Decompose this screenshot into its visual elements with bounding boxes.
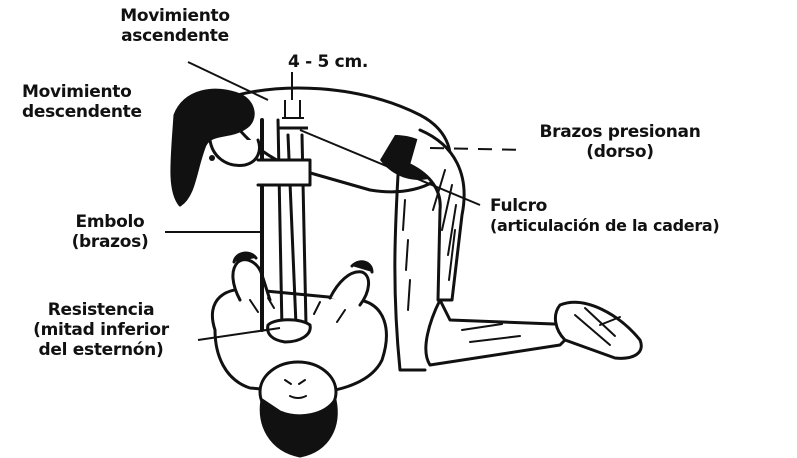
label-resistance-line3: del esternón) — [6, 340, 196, 360]
label-depth: 4 - 5 cm. — [288, 52, 368, 72]
victim-left-arm — [233, 260, 270, 300]
label-ascending-line1: Movimiento — [105, 6, 245, 26]
label-arms-press-line1: Brazos presionan — [525, 122, 715, 142]
label-descending-line2: descendente — [22, 102, 142, 122]
label-piston-line2: (brazos) — [55, 232, 165, 252]
label-arms-press-line2: (dorso) — [525, 142, 715, 162]
label-fulcrum: Fulcro (articulación de la cadera) — [490, 196, 719, 236]
label-resistance-line1: Resistencia — [6, 300, 196, 320]
label-piston: Embolo (brazos) — [55, 212, 165, 252]
label-ascending-line2: ascendente — [105, 26, 245, 46]
rescuer-face — [210, 140, 259, 165]
label-resistance-line2: (mitad inferior — [6, 320, 196, 340]
victim-figure — [212, 253, 386, 456]
label-descending-line1: Movimiento — [22, 82, 142, 102]
label-arms-press: Brazos presionan (dorso) — [525, 122, 715, 162]
rescuer-thigh — [410, 130, 464, 300]
label-resistance: Resistencia (mitad inferior del esternón… — [6, 300, 196, 360]
label-ascending-movement: Movimiento ascendente — [105, 6, 245, 46]
label-fulcrum-line2: (articulación de la cadera) — [490, 216, 719, 236]
label-fulcrum-line1: Fulcro — [490, 196, 719, 216]
rescuer-shoe — [555, 302, 641, 358]
label-piston-line1: Embolo — [55, 212, 165, 232]
victim-right-hand — [352, 262, 372, 272]
label-descending-movement: Movimiento descendente — [22, 82, 142, 122]
rescuer-hands — [268, 320, 311, 342]
